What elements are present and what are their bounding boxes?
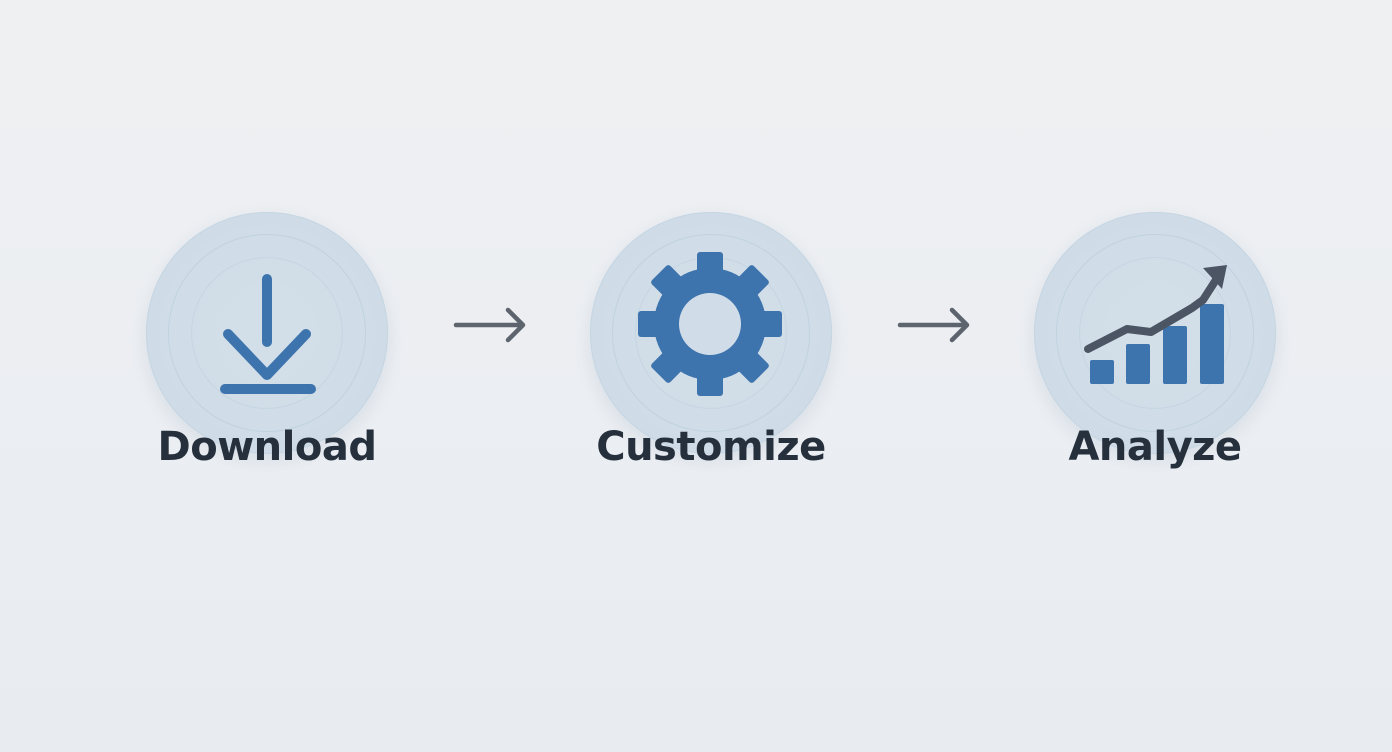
step-label: Download: [157, 424, 377, 470]
step-analyze: Analyze: [1025, 212, 1285, 482]
growth-chart-icon: [1084, 265, 1227, 384]
gear-icon: [638, 252, 782, 396]
arrow-right-icon: [453, 307, 526, 343]
step-download: Download: [137, 212, 397, 482]
step-label: Analyze: [1068, 424, 1242, 470]
arrow-right-icon: [897, 307, 970, 343]
step-label: Customize: [596, 424, 826, 470]
step-customize: Customize: [581, 212, 841, 482]
download-icon: [220, 274, 316, 394]
